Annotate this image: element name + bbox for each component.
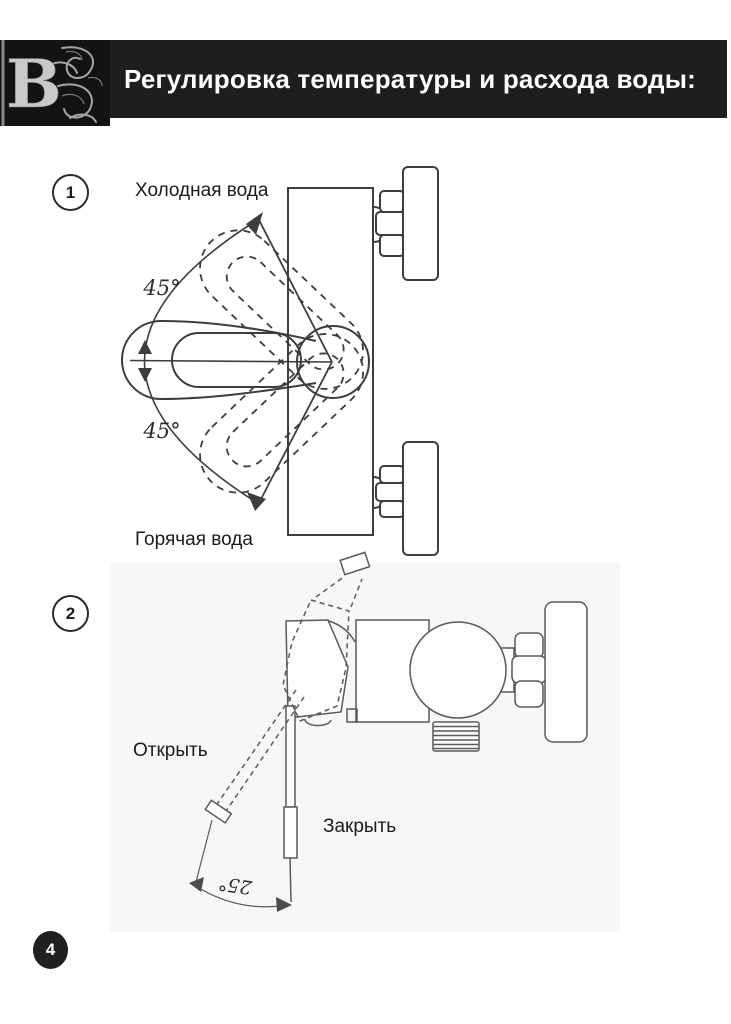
wall-mount-top (402, 166, 439, 281)
lever-arm-closed (283, 705, 298, 903)
arc-arrowheads (189, 877, 292, 912)
page-number-badge: 4 (33, 931, 68, 969)
handle-closed (285, 619, 349, 719)
wall-mount-bottom (402, 441, 439, 556)
lever-dashed-up-45 (199, 229, 364, 390)
lever-centerline (129, 359, 332, 363)
monogram-icon: В (0, 40, 110, 126)
step-2-number: 2 (65, 603, 76, 623)
hot-water-label: Горячая вода (135, 529, 253, 550)
close-label: Закрыть (323, 816, 397, 837)
rotation-arc (143, 218, 260, 505)
handle-body-link (346, 708, 358, 723)
cold-water-label: Холодная вода (135, 180, 269, 201)
diagram-1-mixer-top-view (121, 166, 439, 556)
handle-open-dashed (212, 575, 363, 818)
angle-45-top-label: 45° (143, 276, 181, 300)
handle-knuckle (304, 718, 332, 727)
arrowheads (138, 212, 266, 511)
diagram-2-mixer-side-view (189, 551, 588, 912)
arc-lead-line (195, 819, 213, 883)
rotation-lines (258, 219, 333, 504)
threaded-outlet (432, 721, 480, 752)
step-2-badge: 2 (52, 595, 89, 632)
step-1-badge: 1 (52, 174, 89, 211)
lever-outline (121, 319, 317, 401)
monogram-letter: В (6, 45, 62, 123)
page-number: 4 (45, 940, 56, 959)
page-title: Регулировка температуры и расхода воды: (124, 64, 696, 94)
open-tip-cap (339, 551, 371, 576)
wall-mount (544, 601, 588, 743)
hex-nut (511, 632, 547, 708)
step-1-number: 1 (65, 182, 76, 202)
open-arm-cap (204, 799, 233, 824)
header-bar (0, 40, 727, 118)
brand-ornament: В (0, 40, 110, 126)
lever-dashed-down-45 (199, 333, 364, 494)
valve-ball (409, 621, 507, 719)
hex-nut-top (375, 190, 408, 257)
handle-top-curve (328, 620, 356, 643)
open-label: Открыть (133, 740, 208, 761)
angle-45-bottom-label: 45° (143, 419, 181, 443)
lever-inner-outline (171, 332, 302, 388)
